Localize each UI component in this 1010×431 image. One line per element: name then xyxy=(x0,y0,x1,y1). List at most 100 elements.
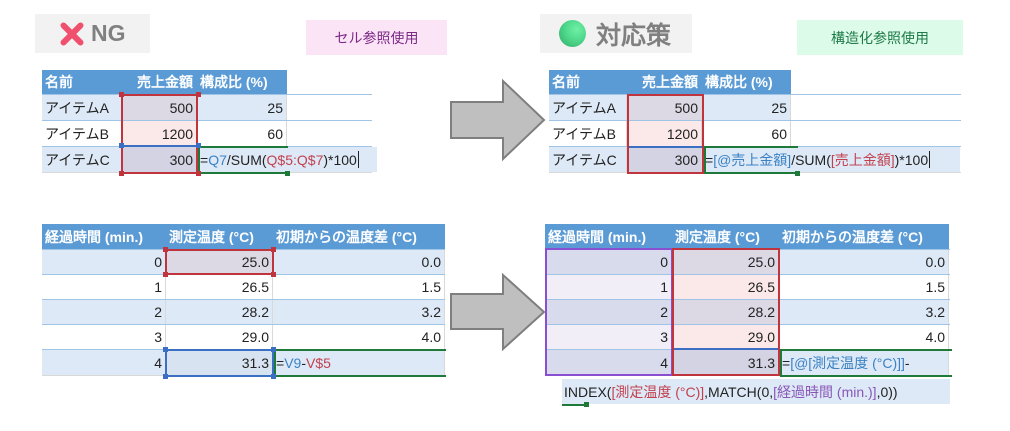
table-row: 4 31.3 =[@[測定温度 (°C)]]- xyxy=(545,350,949,375)
cell-diff[interactable]: 3.2 xyxy=(779,300,949,324)
cell-ratio[interactable]: 60 xyxy=(197,121,287,146)
cell-time[interactable]: 1 xyxy=(42,275,166,299)
cell-name[interactable]: アイテムB xyxy=(549,121,627,146)
header-sales[interactable]: 売上金額 xyxy=(122,70,197,94)
formula-ref-time-column: [経過時間 (min.)] xyxy=(773,383,877,400)
right-arrow-icon xyxy=(450,78,546,162)
formula-ref-range: Q$5:Q$7 xyxy=(266,151,324,168)
formula-function: /SUM( xyxy=(791,151,831,168)
header-diff[interactable]: 初期からの温度差 (°C) xyxy=(273,224,445,249)
cell-diff[interactable]: 0.0 xyxy=(779,250,949,274)
formula-index-function: INDEX( xyxy=(564,383,612,400)
cell-diff[interactable]: 0.0 xyxy=(273,250,445,274)
header-ratio[interactable]: 構成比 (%) xyxy=(197,70,287,94)
cell-name[interactable]: アイテムA xyxy=(549,95,627,120)
cell-name[interactable]: アイテムA xyxy=(42,95,122,120)
cell-temp[interactable]: 31.3 xyxy=(166,350,273,375)
solution-badge-label: 対応策 xyxy=(596,21,672,50)
cell-time[interactable]: 2 xyxy=(545,300,672,324)
cell-sales[interactable]: 1200 xyxy=(627,121,702,146)
formula-cell-ratio[interactable]: =[@売上金額]/SUM([売上金額])*100 xyxy=(702,147,960,172)
cell-sales[interactable]: 500 xyxy=(122,95,197,120)
ng-sales-table: 名前 売上金額 構成比 (%) アイテムA 500 25 アイテムB 1200 … xyxy=(42,70,422,176)
table-row: 0 25.0 0.0 xyxy=(545,250,949,274)
formula-equals: = xyxy=(782,354,791,371)
formula-ref-temp-column: [測定温度 (°C)] xyxy=(611,383,705,400)
cell-name[interactable]: アイテムB xyxy=(42,121,122,146)
header-temp[interactable]: 測定温度 (°C) xyxy=(166,224,273,249)
cell-temp[interactable]: 31.3 xyxy=(672,350,779,375)
formula-match-function: ,MATCH(0, xyxy=(704,383,774,400)
cell-diff[interactable]: 3.2 xyxy=(273,300,445,324)
cell-sales[interactable]: 1200 xyxy=(122,121,197,146)
header-time[interactable]: 経過時間 (min.) xyxy=(545,224,672,249)
header-time[interactable]: 経過時間 (min.) xyxy=(42,224,166,249)
formula-tail: )*100 xyxy=(323,151,357,168)
table-row: 3 29.0 4.0 xyxy=(545,325,949,349)
ng-temperature-table: 経過時間 (min.) 測定温度 (°C) 初期からの温度差 (°C) 0 25… xyxy=(42,224,452,384)
text-cursor xyxy=(929,151,931,168)
table-header-row: 名前 売上金額 構成比 (%) xyxy=(42,70,287,94)
table-header-row: 経過時間 (min.) 測定温度 (°C) 初期からの温度差 (°C) xyxy=(545,224,949,249)
cross-icon xyxy=(57,20,85,48)
cell-diff[interactable]: 1.5 xyxy=(273,275,445,299)
formula-cell-ratio[interactable]: =Q7/SUM(Q$5:Q$7)*100 xyxy=(197,147,377,172)
cell-time[interactable]: 3 xyxy=(42,325,166,349)
header-sales[interactable]: 売上金額 xyxy=(627,70,702,94)
header-name[interactable]: 名前 xyxy=(549,70,627,94)
cell-diff[interactable]: 4.0 xyxy=(779,325,949,349)
cell-ratio[interactable]: 25 xyxy=(197,95,287,120)
cell-temp[interactable]: 26.5 xyxy=(672,275,779,299)
formula-equals: = xyxy=(276,354,285,371)
ng-badge: NG xyxy=(35,14,150,53)
table-row: 4 31.3 =V9-V$5 xyxy=(42,350,445,375)
cell-time[interactable]: 4 xyxy=(42,350,166,375)
formula-cell-diff[interactable]: =V9-V$5 xyxy=(273,350,445,375)
formula-equals: = xyxy=(705,151,714,168)
header-temp[interactable]: 測定温度 (°C) xyxy=(672,224,779,249)
table-row: アイテムC 300 =Q7/SUM(Q$5:Q$7)*100 xyxy=(42,147,377,172)
cell-name[interactable]: アイテムC xyxy=(42,147,122,172)
cell-temp[interactable]: 28.2 xyxy=(166,300,273,324)
formula-ref-this-row: [@売上金額] xyxy=(713,151,792,168)
header-diff[interactable]: 初期からの温度差 (°C) xyxy=(779,224,949,249)
cell-ratio[interactable]: 60 xyxy=(702,121,791,146)
cell-sales[interactable]: 300 xyxy=(122,147,197,172)
formula-tail: ,0)) xyxy=(876,383,898,400)
cell-name[interactable]: アイテムC xyxy=(549,147,627,172)
formula-ref-initial: V$5 xyxy=(305,354,331,371)
cell-diff[interactable]: 4.0 xyxy=(273,325,445,349)
cell-sales[interactable]: 300 xyxy=(627,147,702,172)
header-ratio[interactable]: 構成比 (%) xyxy=(702,70,791,94)
table-row: 1 26.5 1.5 xyxy=(42,275,445,299)
cell-time[interactable]: 2 xyxy=(42,300,166,324)
cell-sales[interactable]: 500 xyxy=(627,95,702,120)
cell-time[interactable]: 3 xyxy=(545,325,672,349)
cell-temp[interactable]: 26.5 xyxy=(166,275,273,299)
fix-temperature-table: 経過時間 (min.) 測定温度 (°C) 初期からの温度差 (°C) 0 25… xyxy=(545,224,955,409)
cell-time[interactable]: 1 xyxy=(545,275,672,299)
header-name[interactable]: 名前 xyxy=(42,70,122,94)
right-arrow-icon xyxy=(450,272,546,352)
cell-time[interactable]: 0 xyxy=(42,250,166,274)
cell-temp[interactable]: 25.0 xyxy=(672,250,779,274)
cell-temp[interactable]: 29.0 xyxy=(672,325,779,349)
formula-equals: = xyxy=(200,151,209,168)
cell-diff[interactable]: 1.5 xyxy=(779,275,949,299)
cell-time[interactable]: 0 xyxy=(545,250,672,274)
table-row: アイテムB 1200 60 xyxy=(42,121,287,146)
cell-time[interactable]: 4 xyxy=(545,350,672,375)
text-cursor xyxy=(357,151,359,168)
cell-temp[interactable]: 29.0 xyxy=(166,325,273,349)
cell-temp[interactable]: 25.0 xyxy=(166,250,273,274)
green-circle-icon xyxy=(559,20,586,47)
table-header-row: 名前 売上金額 構成比 (%) xyxy=(549,70,791,94)
formula-continuation[interactable]: INDEX([測定温度 (°C)],MATCH(0,[経過時間 (min.)],… xyxy=(562,379,950,404)
cell-ratio[interactable]: 25 xyxy=(702,95,791,120)
formula-cell-diff[interactable]: =[@[測定温度 (°C)]]- xyxy=(779,350,949,375)
cell-temp[interactable]: 28.2 xyxy=(672,300,779,324)
table-row: 1 26.5 1.5 xyxy=(545,275,949,299)
formula-ref-this-row: [@[測定温度 (°C)]] xyxy=(790,354,905,371)
formula-operator: - xyxy=(904,354,910,371)
solution-badge: 対応策 xyxy=(540,14,692,53)
